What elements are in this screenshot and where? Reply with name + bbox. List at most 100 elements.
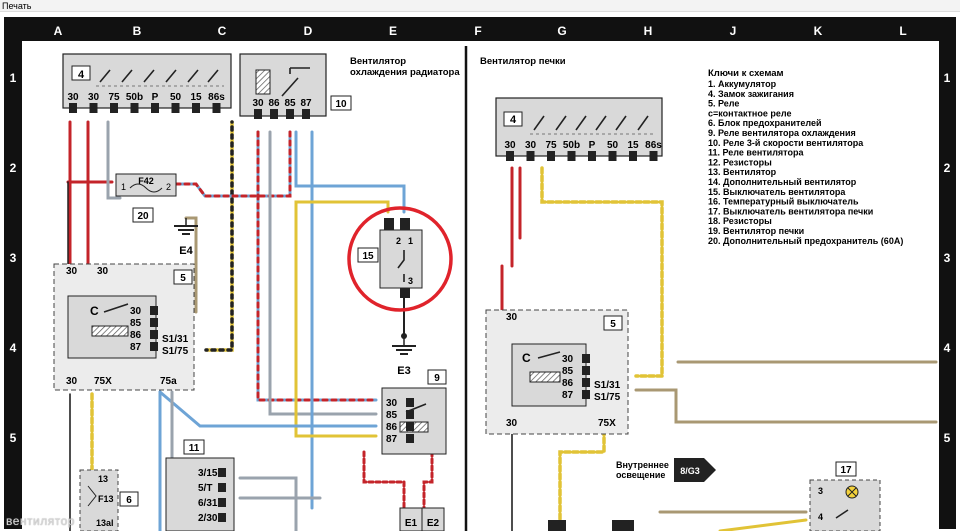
pin-connector (406, 434, 414, 443)
pin-label: 2 (396, 236, 401, 246)
terminal-label: 87 (300, 98, 312, 109)
component-number: 11 (189, 443, 200, 454)
pin-label: 86 (386, 422, 398, 433)
pin-connector (406, 398, 414, 407)
component-number: 17 (840, 465, 852, 476)
terminal-label: 13al (96, 518, 114, 528)
fuse-label: F13 (98, 494, 114, 504)
column-label-L: L (899, 24, 906, 38)
legend-heading: Ключи к схемам (708, 68, 784, 79)
terminal-pin (212, 103, 221, 113)
terminal-pin (506, 151, 514, 161)
pin-label: 30 (386, 398, 398, 409)
terminal-label: 75X (94, 376, 112, 387)
pin-label: 85 (386, 410, 398, 421)
legend-item: 9. Реле вентилятора охлаждения (708, 128, 856, 138)
ground-e3: E3 (392, 333, 416, 377)
wire-red (500, 166, 514, 314)
legend-item: 13. Вентилятор (708, 167, 777, 177)
ground-label: E4 (179, 245, 193, 257)
terminal-pin (192, 103, 200, 113)
wire-red-stripe (174, 130, 292, 198)
component-number: 10 (335, 99, 347, 110)
wire-yellow (294, 200, 390, 438)
component-number: 6 (126, 495, 132, 506)
column-label-E: E (389, 24, 397, 38)
terminal-pin (69, 103, 77, 113)
component-number: 4 (510, 114, 517, 126)
pin-connector (582, 354, 590, 363)
wire-red-dashed (362, 450, 406, 514)
pin-label: 2/30 (198, 513, 218, 524)
terminal-label: 86s (645, 140, 662, 151)
pin-label: 3/15 (198, 468, 218, 479)
terminal-pin (270, 109, 278, 119)
legend-item: 4. Замок зажигания (708, 89, 794, 99)
terminal-label: 50 (170, 92, 182, 103)
terminal-label: 30 (504, 140, 516, 151)
terminal-label: P (589, 140, 596, 151)
pin-connector (406, 410, 414, 419)
fan-switch-15: 15 2 1 3 (357, 218, 423, 298)
terminal-pin (286, 109, 294, 119)
legend-item: 5. Реле (708, 99, 739, 109)
terminal-pin (526, 151, 535, 161)
wire-tan (634, 388, 938, 424)
legend-item: 10. Реле 3-й скорости вентилятора (708, 138, 864, 148)
output-label: S1/75 (594, 392, 621, 403)
ground-label: E1 (405, 518, 418, 529)
pin-label: 85 (562, 366, 574, 377)
connector-block (548, 520, 566, 531)
pin-label: 5/T (198, 483, 212, 494)
terminal-label: 30 (506, 312, 518, 323)
terminal-label: 75 (545, 140, 557, 151)
output-label: S1/31 (162, 334, 189, 345)
pin-connector (218, 498, 226, 507)
terminal-label: 86 (268, 98, 280, 109)
pin-connector (406, 422, 414, 431)
extra-fuse-20: 1 2 F42 20 (115, 173, 177, 223)
terminal-label: 75 (108, 92, 120, 103)
column-label-J: J (730, 24, 737, 38)
reference-label: 8/G3 (680, 466, 700, 476)
column-label-H: H (644, 24, 653, 38)
pin-label: 30 (130, 306, 142, 317)
wire-yellow-black (558, 428, 606, 531)
terminal-pin (608, 151, 617, 161)
terminal-label: 30 (67, 92, 79, 103)
wire-blue (294, 130, 406, 214)
terminal-label: 75X (598, 418, 616, 429)
terminal-pin (629, 151, 637, 161)
terminal-label: 15 (190, 92, 202, 103)
pin-connector (150, 330, 158, 339)
legend-item: 14. Дополнительный вентилятор (708, 177, 857, 187)
pin-label: 87 (386, 434, 398, 445)
row-label-4: 4 (10, 341, 17, 355)
legend-item: 6. Блок предохранителей (708, 118, 822, 128)
terminal-pin (151, 103, 159, 113)
column-label-B: B (133, 24, 142, 38)
pin-label: 3 (818, 486, 823, 496)
connector-block (612, 520, 634, 531)
column-label-C: C (218, 24, 227, 38)
watermark: вентилятор (6, 514, 75, 528)
column-label-D: D (304, 24, 313, 38)
pin-label: 4 (818, 512, 823, 522)
terminal-label: 30 (252, 98, 264, 109)
terminal-label: 50b (126, 92, 143, 103)
output-label: S1/31 (594, 380, 621, 391)
row-label-5: 5 (944, 431, 951, 445)
pin-label: 86 (130, 330, 142, 341)
terminal-pin (89, 103, 98, 113)
pin-label: 87 (130, 342, 142, 353)
ground-e4: E4 (174, 218, 198, 257)
